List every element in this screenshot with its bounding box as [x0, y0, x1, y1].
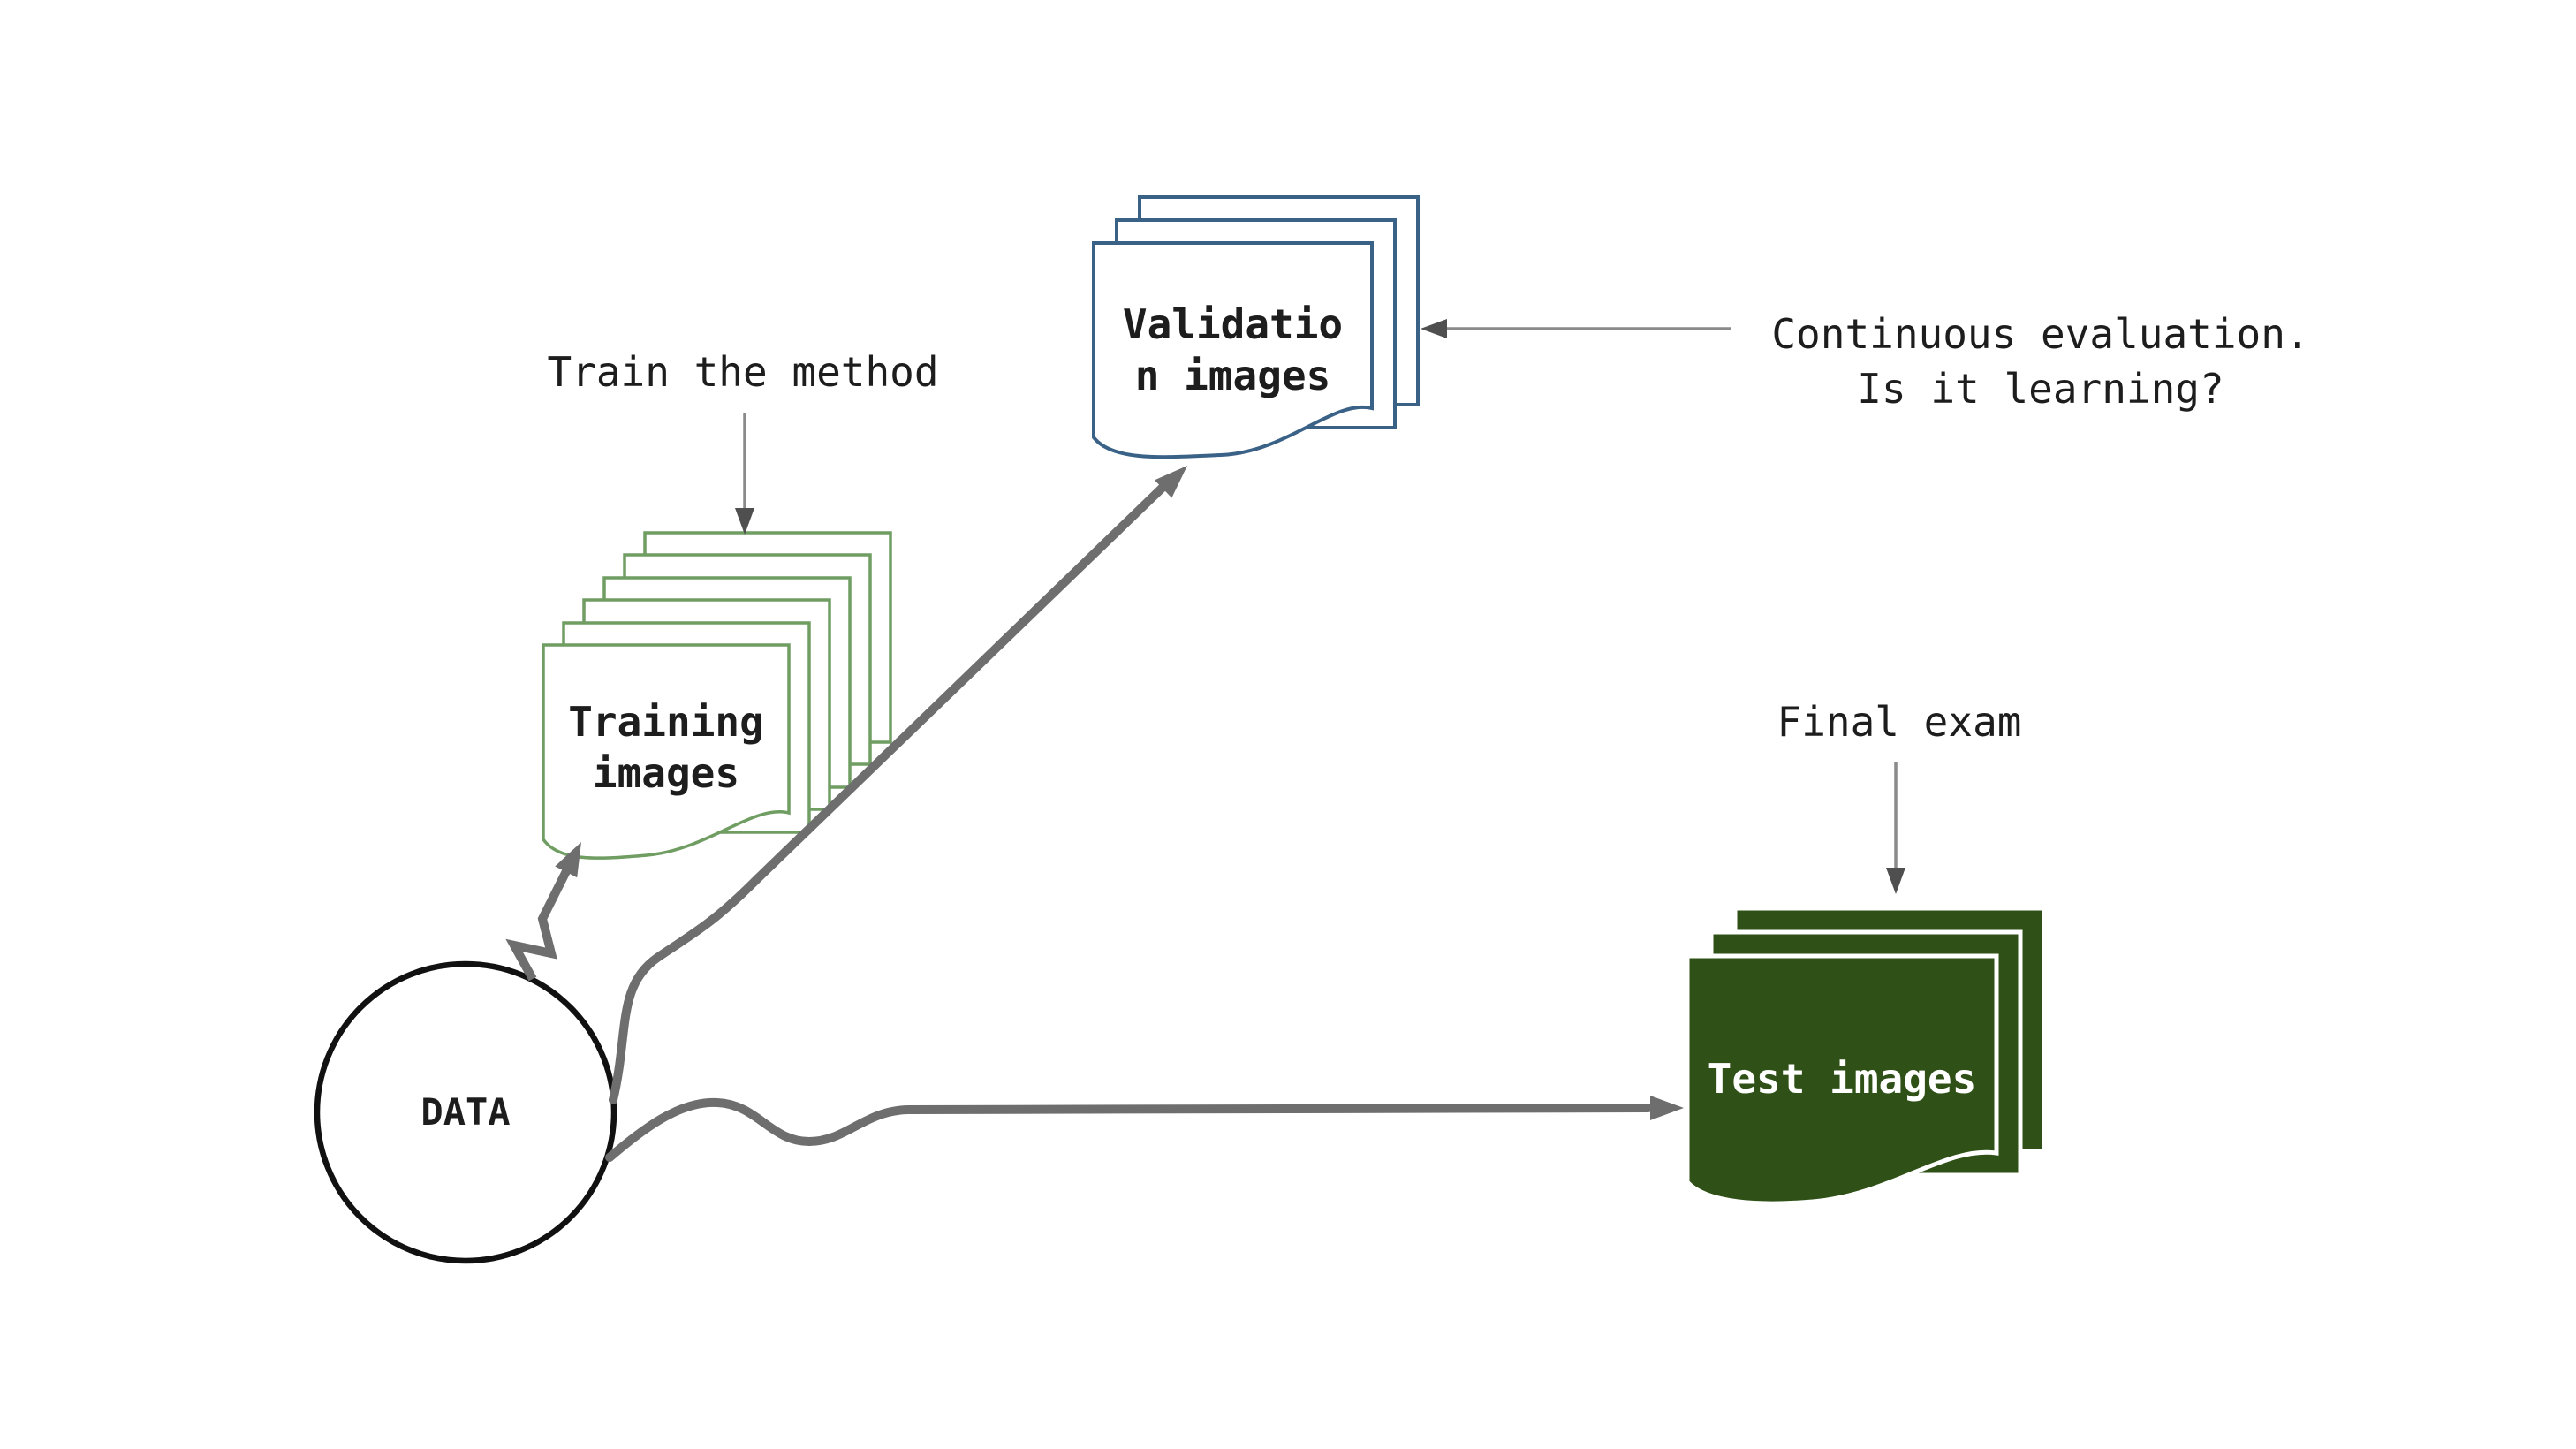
arrow-data-to-validation [609, 466, 1187, 1104]
validation-stack-shape [1092, 195, 1420, 459]
arrow-data-to-training [505, 842, 581, 982]
test-front-document [1685, 953, 1999, 1206]
training-stack-shape [542, 531, 892, 860]
eval-note-text: Continuous evaluation. Is it learning? [1771, 310, 2310, 413]
training-stack-label: Training images [568, 698, 764, 797]
test-stack-shape [1685, 906, 2047, 1206]
arrow-final-note [1886, 762, 1905, 894]
arrow-eval-note [1421, 319, 1731, 338]
train-note-text: Train the method [547, 348, 939, 396]
arrow-data-to-test [605, 1096, 1684, 1162]
final-note-text: Final exam [1777, 698, 2022, 746]
training-front-document [542, 643, 791, 860]
data-circle-shape [314, 960, 617, 1264]
validation-front-document [1092, 241, 1374, 459]
data-circle-label: DATA [420, 1090, 511, 1134]
test-stack-label: Test images [1707, 1055, 1977, 1103]
validation-stack-label: Validatio n images [1122, 300, 1344, 399]
arrow-train-note [735, 413, 754, 535]
